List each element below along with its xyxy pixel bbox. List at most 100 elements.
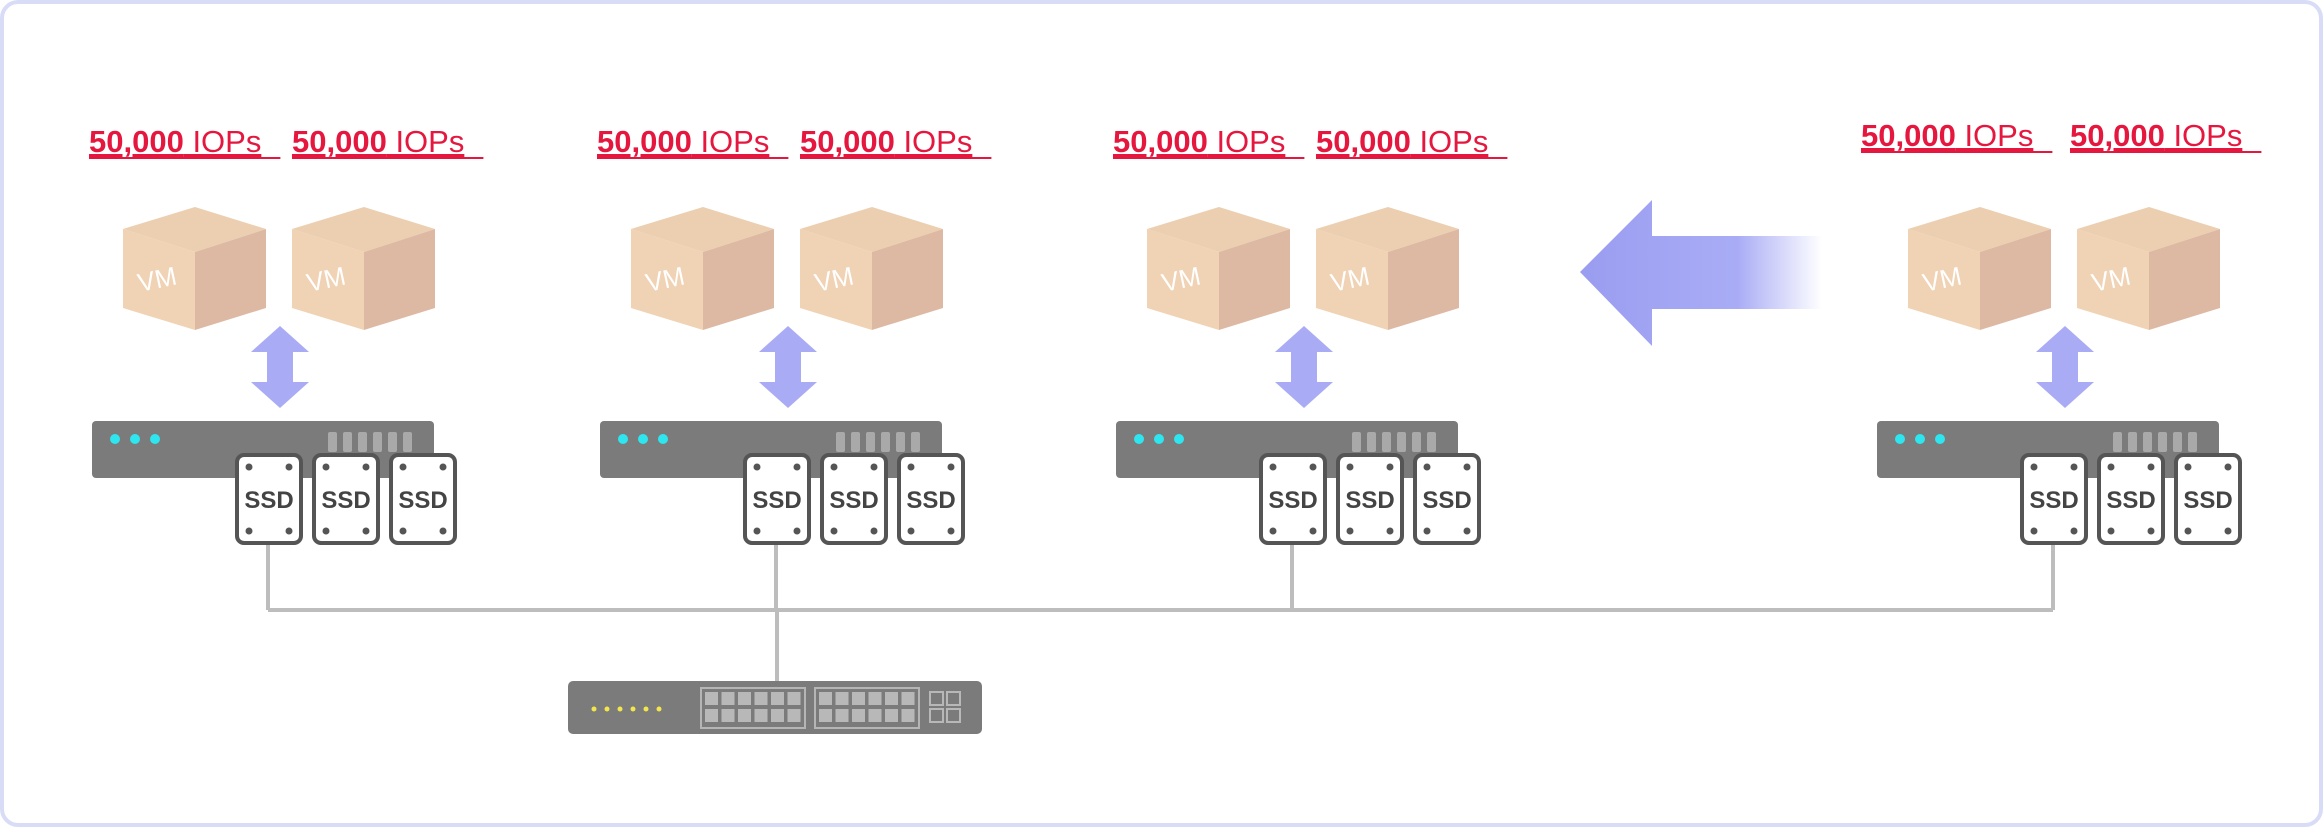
vm-cube-top [1147,207,1290,252]
ssd-screw [753,527,761,535]
vm-cube-front [800,229,872,330]
ssd-screw [1346,527,1354,535]
ssd-drive: SSD [2174,453,2242,545]
ssd-label: SSD [1345,487,1394,514]
ssd-screw [2070,463,2078,471]
ssd-body [1336,453,1404,545]
ssd-screw [1346,463,1354,471]
ssd-screw [793,527,801,535]
ssd-screw [2107,527,2115,535]
ssd-drive: SSD [312,453,380,545]
vm-cube: VM [1316,207,1459,330]
vm-cube: VM [1147,207,1290,330]
server-vent [2143,432,2152,452]
server-led [1935,434,1945,444]
ssd-drive: SSD [1336,453,1404,545]
switch-port [885,692,898,705]
ssd-screw [830,463,838,471]
io-double-arrow [251,326,309,408]
ssd-screw [1309,463,1317,471]
server-vent [836,432,845,452]
vm-cube: VM [631,207,774,330]
ssd-screw [870,463,878,471]
ssd-screw [439,463,447,471]
iops-value: 50,000 [2070,118,2165,153]
migration-arrow [1580,200,1822,346]
server-led [1895,434,1905,444]
iops-unit: IOPs [184,124,262,159]
server-led [1915,434,1925,444]
vm-cube: VM [123,207,266,330]
ssd-screw [947,527,955,535]
iops-unit: IOPs [692,124,770,159]
ssd-screw [2224,527,2232,535]
vm-cube-front [1147,229,1219,330]
iops-value: 50,000 [292,124,387,159]
server-vent [911,432,920,452]
server-led [658,434,668,444]
server-led [1134,434,1144,444]
ssd-screw [1463,527,1471,535]
ssd-label: SSD [398,487,447,514]
switch-port [705,692,718,705]
ssd-body [2174,453,2242,545]
ssd-screw [793,463,801,471]
ssd-body [1413,453,1481,545]
server-vent [328,432,337,452]
server-vent [358,432,367,452]
ssd-screw [1309,527,1317,535]
server-led [130,434,140,444]
vm-cube-top [123,207,266,252]
switch-led [643,706,649,712]
switch-port [835,692,849,705]
switch-uplink-port [929,691,944,706]
vm-cube: VM [1908,207,2051,330]
switch-led [604,706,610,712]
server-vent [2128,432,2137,452]
io-double-arrow [2036,326,2094,408]
switch-port [754,692,768,705]
iops-unit: IOPs [895,124,973,159]
iops-value: 50,000 [1861,118,1956,153]
ssd-screw [1386,527,1394,535]
ssd-drive: SSD [1259,453,1327,545]
server-led [110,434,120,444]
iops-label: 50,000 IOPs [800,124,972,159]
server-vent [881,432,890,452]
ssd-screw [1423,527,1431,535]
ssd-screw [2030,463,2038,471]
ssd-drive: SSD [820,453,888,545]
ssd-label: SSD [829,487,878,514]
vm-cube-side [364,229,435,330]
switch-port [852,692,865,705]
switch-led [630,706,636,712]
ssd-screw [2184,463,2192,471]
ssd-screw [870,527,878,535]
io-double-arrow [759,326,817,408]
switch-port-bank [700,687,806,729]
ssd-body [389,453,457,545]
switch-port [901,692,915,705]
iops-unit: IOPs [1956,118,2034,153]
server-vent [1412,432,1421,452]
vm-cube: VM [292,207,435,330]
iops-label: 50,000 IOPs [89,124,261,159]
vm-cube-side [703,229,774,330]
switch-port [787,692,801,705]
switch-port [885,709,898,722]
ssd-body [1259,453,1327,545]
io-double-arrow [1275,326,1333,408]
iops-label: 50,000 IOPs [1316,124,1488,159]
switch-port-bank [814,687,920,729]
switch-uplink-port [946,691,961,706]
ssd-screw [1423,463,1431,471]
server-vent [373,432,382,452]
ssd-body [235,453,303,545]
ssd-screw [2107,463,2115,471]
server-vent [896,432,905,452]
server-led [1174,434,1184,444]
iops-unit: IOPs [2165,118,2243,153]
ssd-drive: SSD [389,453,457,545]
ssd-drive: SSD [235,453,303,545]
